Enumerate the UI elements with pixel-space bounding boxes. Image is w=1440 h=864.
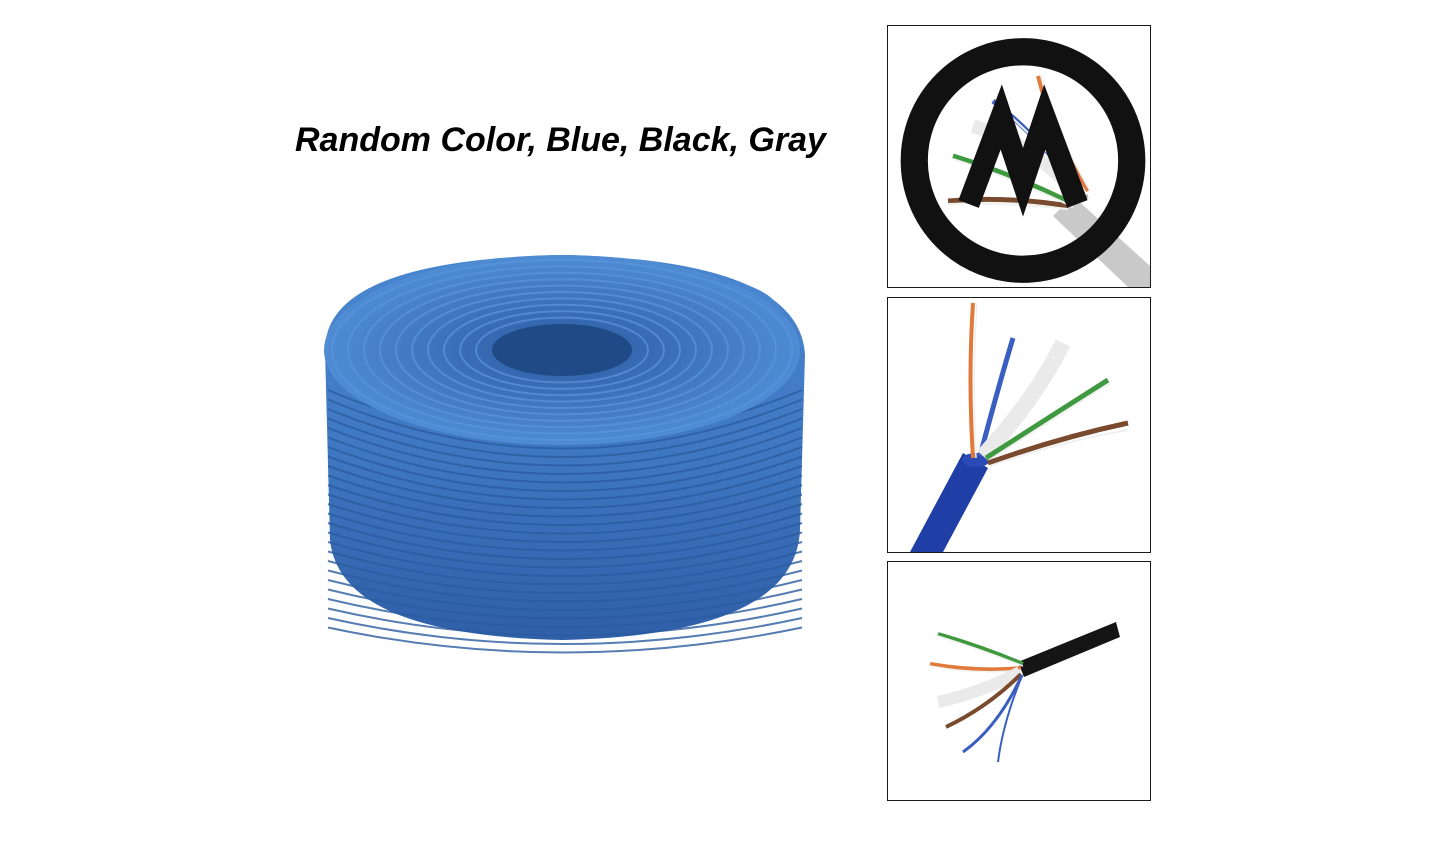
black-cable-image [929, 622, 1120, 763]
blue-cable-coil-image [324, 255, 805, 654]
blue-cable-panel [887, 297, 1151, 553]
brand-logo-icon [900, 38, 1146, 283]
blue-cable-image [910, 302, 1129, 552]
gray-cable-panel [887, 25, 1151, 288]
black-cable-panel [887, 561, 1151, 801]
color-options-headline: Random Color, Blue, Black, Gray [295, 121, 826, 159]
